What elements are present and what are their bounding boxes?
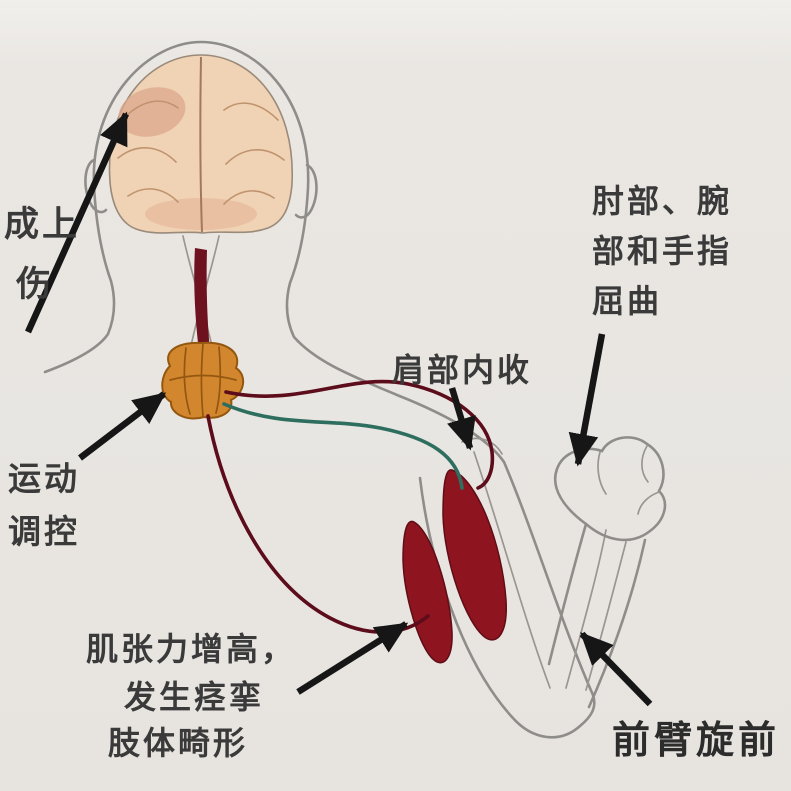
brainstem-fold	[215, 346, 222, 414]
upper-arm-outer-edge	[502, 460, 595, 697]
longitudinal-fissure	[199, 56, 203, 233]
gyrus-line	[223, 102, 279, 121]
label-injury-line-1: 成上	[4, 205, 80, 244]
label-flexion-line-3: 屈曲	[592, 283, 662, 319]
arrow-muscle-tone	[296, 621, 409, 695]
upper-arm-inner-edge	[418, 476, 514, 719]
label-muscle-tone-line-2: 发生痉挛	[124, 679, 264, 715]
label-flexion-line-2: 部和手指	[592, 233, 732, 269]
brain	[108, 54, 293, 234]
hand-fist-outline	[554, 436, 667, 542]
brainstem-body	[161, 341, 245, 420]
right-ear-outline	[294, 163, 318, 219]
gyrus-line	[223, 190, 275, 205]
arrow-motor-control	[78, 391, 167, 461]
elbow-arc	[510, 693, 596, 739]
brainstem-structure	[161, 341, 245, 420]
brainstem-fold	[169, 374, 237, 381]
head-outline	[43, 40, 506, 464]
brainstem-fold	[183, 347, 191, 415]
arrow-flexion	[568, 333, 606, 467]
gyrus-line	[127, 188, 179, 203]
nerve-path-red-upper	[224, 379, 495, 490]
arrow-pronation	[579, 631, 653, 707]
spinal-cord-band	[194, 248, 210, 352]
gyrus-line	[117, 147, 177, 163]
brainstem-fold	[200, 343, 204, 417]
label-muscle-tone-line-3: 肢体畸形	[108, 725, 248, 761]
label-flexion-line-1: 肘部、腕	[592, 183, 732, 219]
descending-tracts	[182, 235, 220, 352]
brain-lesion-patch	[118, 87, 186, 137]
finger-line	[637, 491, 660, 515]
label-shoulder-adduction: 肩部内收	[392, 352, 532, 388]
head-silhouette	[43, 40, 506, 464]
radius-bone-line	[565, 529, 607, 689]
nerve-path-teal	[222, 402, 464, 490]
label-injury-line-2: 伤	[15, 265, 54, 304]
ulna-bone-line	[585, 541, 627, 691]
finger-line	[641, 445, 649, 483]
finger-line	[597, 451, 607, 495]
biceps-muscle	[442, 469, 507, 641]
labels: 成上 伤 运动 调控 肩部内收 肘部、腕 部和手指 屈曲 肌张力增高， 发生痉挛…	[4, 183, 780, 762]
gyrus-line	[123, 100, 179, 119]
left-ear-outline	[84, 158, 108, 214]
label-forearm-pronation: 前臂旋前	[612, 720, 780, 762]
annotation-arrows	[25, 111, 653, 707]
arrow-injury	[25, 111, 129, 334]
forearm-lateral-edge	[587, 538, 647, 709]
label-motor-control-line-2: 调控	[8, 513, 80, 550]
arrow-shoulder-adduction	[447, 387, 476, 451]
spastic-muscles	[402, 469, 507, 664]
gyrus-line	[225, 149, 285, 165]
brachialis-muscle	[402, 520, 453, 664]
label-motor-control-line-1: 运动	[8, 460, 80, 497]
label-muscle-tone-line-1: 肌张力增高，	[86, 631, 296, 667]
forearm-medial-edge	[547, 522, 588, 666]
